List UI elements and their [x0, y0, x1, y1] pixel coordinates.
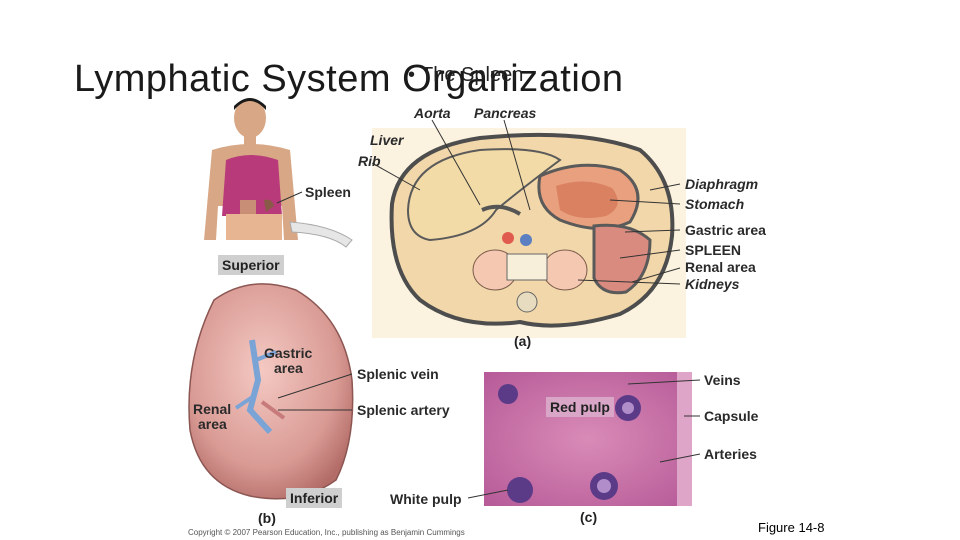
label-renal-area: Renal area — [685, 259, 756, 275]
label-liver: Liver — [370, 132, 403, 148]
label-veins: Veins — [704, 372, 741, 388]
figure-reference: Figure 14-8 — [758, 520, 824, 535]
panel-letter-c: (c) — [580, 509, 597, 525]
label-splenic-vein: Splenic vein — [357, 366, 439, 382]
label-spleen-caps: SPLEEN — [685, 242, 741, 258]
label-splenic-artery: Splenic artery — [357, 402, 450, 418]
label-gastric-area-b-line2: area — [274, 360, 303, 376]
cross-section-illustration — [372, 128, 686, 338]
label-renal-area-b-line1: Renal — [193, 401, 231, 417]
tag-inferior: Inferior — [286, 488, 342, 508]
histology-micrograph — [484, 372, 692, 506]
tag-red-pulp: Red pulp — [546, 397, 614, 417]
label-renal-area-b-line2: area — [198, 416, 227, 432]
label-diaphragm: Diaphragm — [685, 176, 758, 192]
panel-letter-b: (b) — [258, 510, 276, 526]
tag-superior: Superior — [218, 255, 284, 275]
label-kidneys: Kidneys — [685, 276, 739, 292]
spleen-illustration — [189, 284, 353, 499]
label-arteries: Arteries — [704, 446, 757, 462]
label-rib: Rib — [358, 153, 381, 169]
copyright-text: Copyright © 2007 Pearson Education, Inc.… — [188, 528, 465, 537]
label-stomach: Stomach — [685, 196, 744, 212]
body-photo — [204, 98, 302, 245]
label-pancreas: Pancreas — [474, 105, 536, 121]
label-capsule: Capsule — [704, 408, 758, 424]
label-white-pulp: White pulp — [390, 491, 462, 507]
label-gastric-area: Gastric area — [685, 222, 766, 238]
label-gastric-area-b-line1: Gastric — [264, 345, 312, 361]
panel-letter-a: (a) — [514, 333, 531, 349]
label-spleen-body: Spleen — [305, 184, 351, 200]
label-aorta: Aorta — [414, 105, 451, 121]
